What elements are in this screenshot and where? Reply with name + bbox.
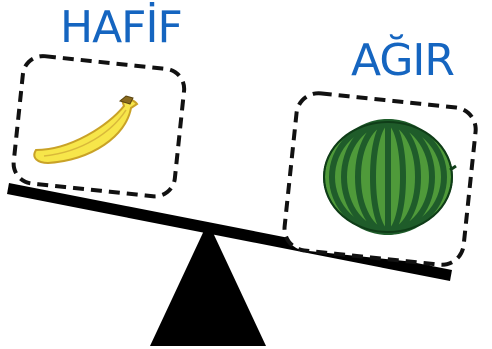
- light-item-box: [12, 54, 186, 198]
- light-label: HAFİF: [60, 6, 182, 50]
- heavy-label: AĞIR: [351, 39, 454, 83]
